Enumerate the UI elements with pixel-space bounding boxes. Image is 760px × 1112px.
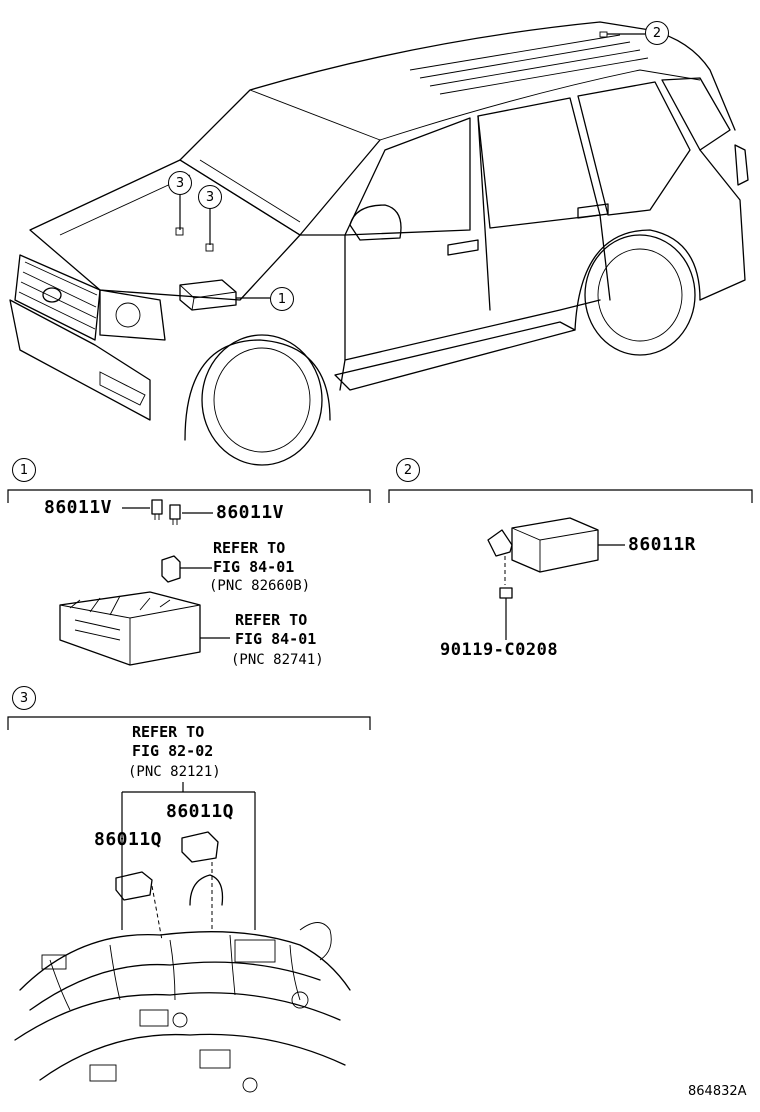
connector-lower-part-number[interactable]: 86011Q: [94, 829, 163, 850]
figure-id: 864832A: [688, 1084, 747, 1099]
section-2-callout: 2: [396, 458, 420, 482]
refer-c-pnc[interactable]: (PNC 82121): [128, 764, 221, 780]
fuse-right-part-number[interactable]: 86011V: [216, 502, 285, 523]
refer-b-line2: FIG 84-01: [235, 630, 317, 648]
relay-drawing: [161, 555, 212, 583]
refer-a-line1: REFER TO: [213, 539, 286, 557]
wire-harness-drawing: [14, 874, 351, 1093]
relay-part-number[interactable]: 86011R: [628, 534, 697, 555]
roof-relay-drawing: [487, 517, 625, 585]
refer-c-line2: FIG 82-02: [132, 742, 214, 760]
refer-b-line1: REFER TO: [235, 611, 308, 629]
callout-2-top: 2: [645, 21, 669, 45]
callout-3-top-a: 3: [168, 171, 192, 195]
refer-a-line2: FIG 84-01: [213, 558, 295, 576]
refer-bracket-lines: [121, 782, 256, 930]
refer-b-pnc[interactable]: (PNC 82741): [231, 652, 324, 668]
section-3-callout: 3: [12, 686, 36, 710]
refer-c-line1: REFER TO: [132, 723, 205, 741]
fuse-left-part-number[interactable]: 86011V: [44, 497, 113, 518]
bolt-drawing: [499, 587, 513, 640]
fuse-right-drawing: [169, 504, 213, 525]
connector-upper-part-number[interactable]: 86011Q: [166, 801, 235, 822]
callout-1-top: 1: [270, 287, 294, 311]
callout-3-top-b: 3: [198, 185, 222, 209]
connector-lower-drawing: [115, 871, 163, 941]
refer-a-pnc[interactable]: (PNC 82660B): [209, 578, 311, 594]
vehicle-illustration: [9, 21, 749, 466]
junction-block-drawing: [59, 591, 230, 666]
section-2-bracket: [388, 489, 753, 503]
section-3-bracket: [7, 716, 371, 730]
section-1-callout: 1: [12, 458, 36, 482]
section-1-bracket: [7, 489, 371, 503]
connector-upper-drawing: [181, 831, 219, 930]
top-callout-leaders: [179, 33, 645, 299]
bolt-part-number[interactable]: 90119-C0208: [440, 640, 559, 660]
fuse-left-drawing: [122, 499, 163, 520]
